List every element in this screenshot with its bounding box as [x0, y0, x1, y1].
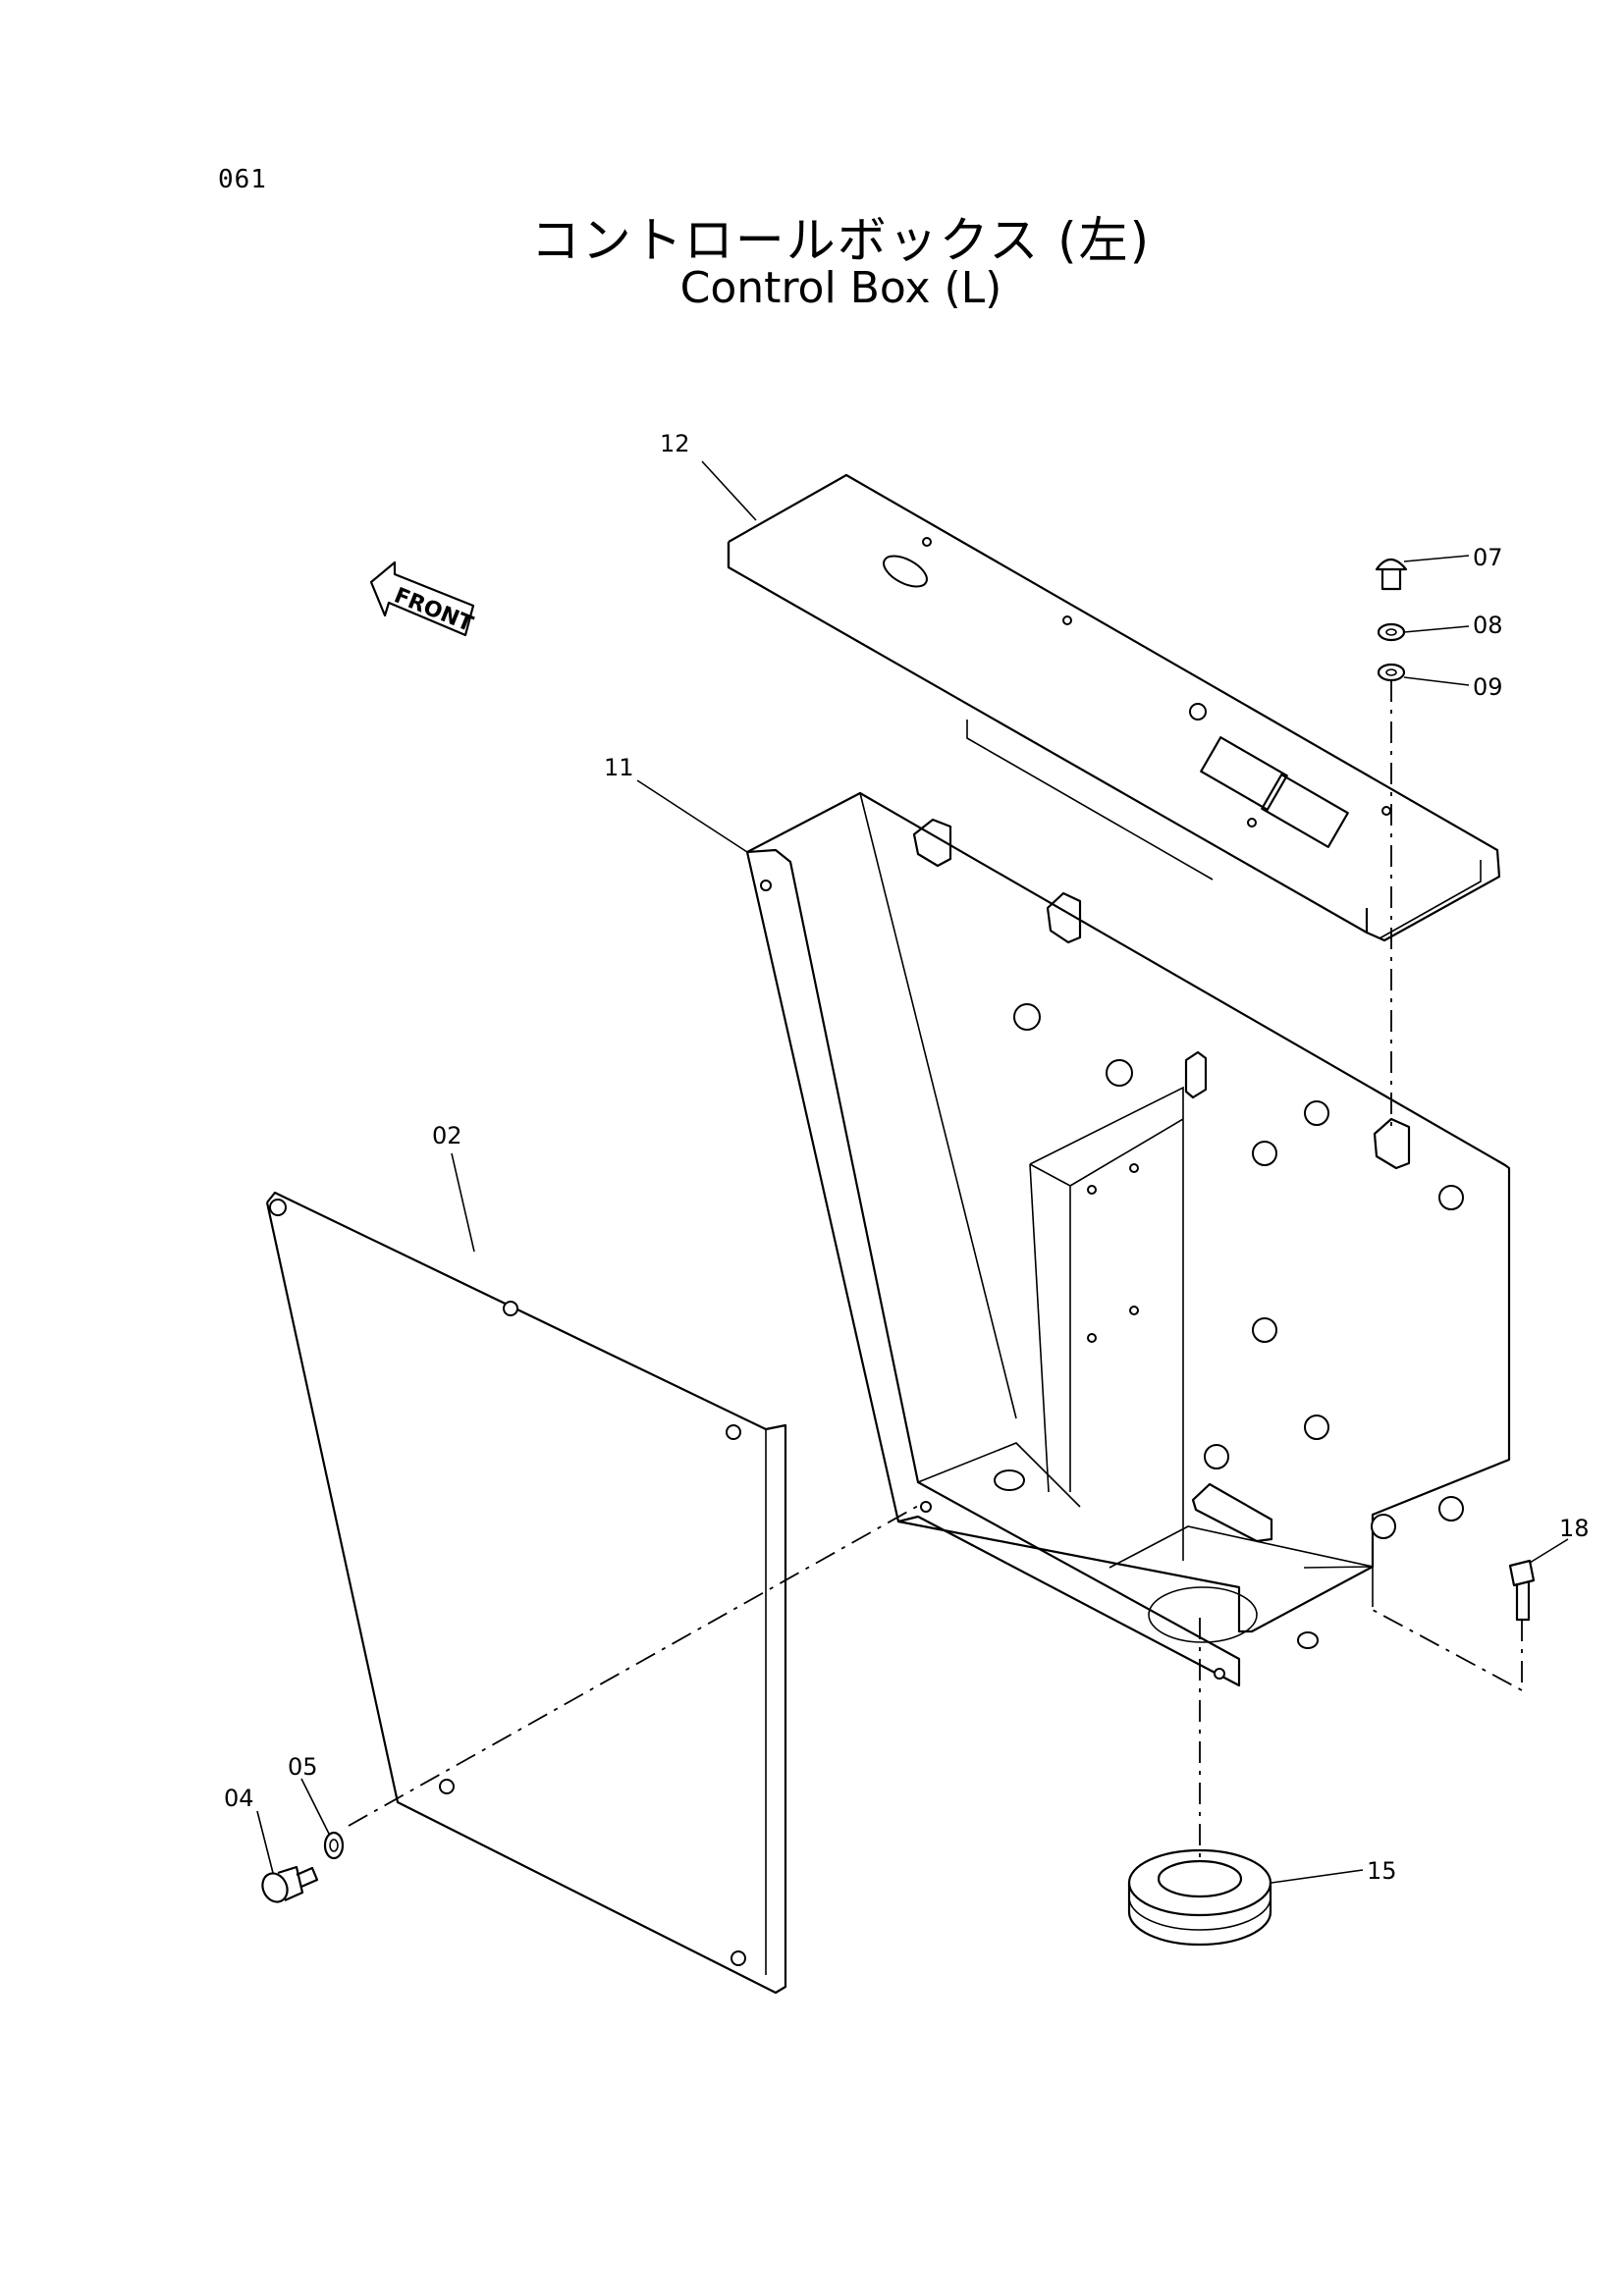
- page-number: 061: [218, 165, 267, 194]
- callout-02: 02: [432, 1122, 462, 1149]
- part-04-bolt: [261, 1865, 319, 1903]
- front-arrow-icon: FRONT: [369, 561, 476, 637]
- part-18-bolt: [1508, 1559, 1536, 1622]
- callout-12: 12: [660, 430, 690, 457]
- title-japanese: コントロールボックス (左): [530, 212, 1152, 269]
- callout-15: 15: [1367, 1857, 1397, 1885]
- part-15-grommet: [1127, 1848, 1272, 1947]
- callout-07: 07: [1473, 544, 1503, 571]
- part-09-washer: [1377, 663, 1406, 682]
- callout-18: 18: [1559, 1515, 1590, 1542]
- front-label: FRONT: [391, 583, 476, 637]
- part-07-screw: [1375, 558, 1408, 591]
- callout-04: 04: [224, 1785, 254, 1812]
- callout-11: 11: [604, 754, 634, 781]
- callout-08: 08: [1473, 612, 1503, 639]
- callout-09: 09: [1473, 673, 1503, 701]
- title-english: Control Box (L): [679, 263, 1002, 313]
- part-05-washer: [323, 1831, 345, 1860]
- part-11-control-box: [745, 791, 1511, 1687]
- assembly-lines: [348, 680, 1523, 1865]
- callout-05: 05: [288, 1753, 318, 1781]
- leader-lines: [256, 460, 1569, 1884]
- part-12-top-cover: [727, 473, 1501, 942]
- part-02-side-cover: [265, 1191, 787, 1995]
- part-08-lockwasher: [1377, 622, 1406, 642]
